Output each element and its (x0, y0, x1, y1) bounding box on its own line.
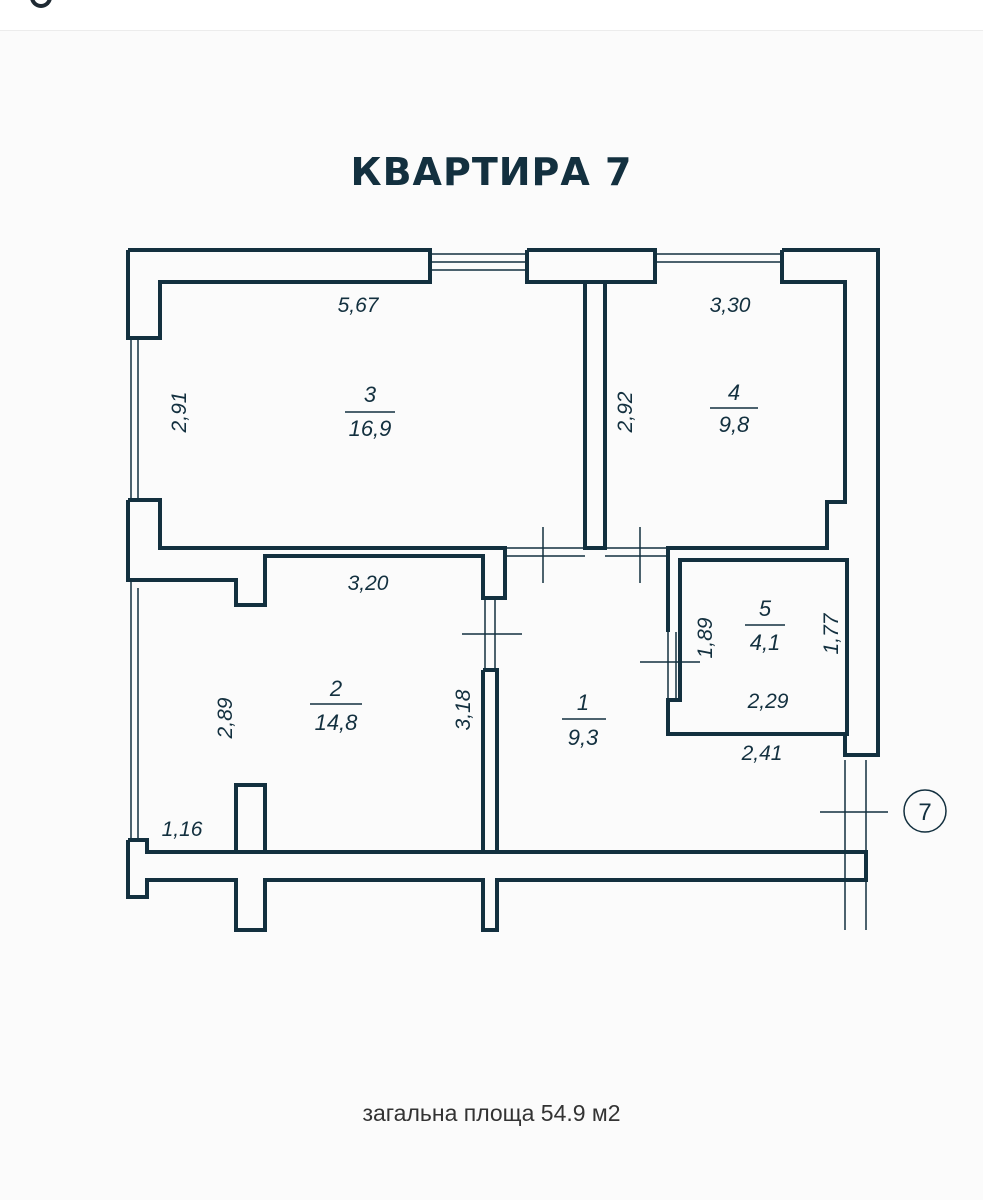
room-number: 5 (759, 596, 772, 621)
walls (126, 248, 888, 932)
room-area: 9,8 (719, 412, 750, 437)
dim-room2-width: 3,20 (348, 572, 389, 595)
top-bar (0, 0, 983, 31)
door-marks (462, 527, 700, 700)
room-label-1: 1 9,3 (562, 690, 606, 750)
dim-room2-wall-segment: 1,16 (162, 818, 203, 841)
wall-top-left (126, 248, 432, 340)
wall-partition-3-4 (583, 282, 607, 550)
room-number: 3 (364, 382, 377, 407)
dim-room4-height: 2,92 (614, 391, 637, 433)
total-area-caption: загальна площа 54.9 м2 (362, 1100, 621, 1126)
dim-room5-height-left: 1,89 (694, 617, 717, 658)
dim-room5-width: 2,29 (747, 690, 789, 713)
window-top-left (430, 253, 527, 271)
wall-room2-right (481, 668, 499, 854)
wall-bottom (126, 838, 868, 932)
page-title: КВАРТИРА 7 (350, 150, 633, 194)
apartment-marker: 7 (903, 789, 947, 833)
room-number: 1 (577, 690, 589, 715)
window-left (130, 338, 139, 840)
room-area: 14,8 (315, 710, 359, 735)
room-area: 9,3 (568, 725, 599, 750)
dim-room2-height-left: 2,89 (214, 697, 237, 739)
room-area: 4,1 (750, 630, 781, 655)
dim-room3-height: 2,91 (168, 392, 191, 434)
wall-room2-pillar (234, 783, 267, 852)
dim-room5-height-right: 1,77 (820, 612, 843, 654)
dim-room4-width: 3,30 (710, 294, 751, 317)
room-number: 2 (329, 676, 342, 701)
wall-right-inner (666, 250, 847, 632)
wall-top-middle (525, 248, 657, 284)
door-corridor-right (820, 760, 888, 930)
room-label-4: 4 9,8 (710, 380, 758, 437)
room-area: 16,9 (349, 416, 392, 441)
room-number: 4 (728, 380, 740, 405)
room-label-2: 2 14,8 (310, 676, 362, 735)
apartment-marker-number: 7 (918, 799, 931, 826)
dim-corridor-width: 2,41 (741, 742, 783, 765)
dim-room2-height-right: 3,18 (452, 689, 475, 730)
room-label-3: 3 16,9 (345, 382, 395, 441)
room-label-5: 5 4,1 (745, 596, 785, 655)
wall-top-right (666, 248, 880, 757)
wall-left-mid (126, 498, 507, 607)
dim-room3-width: 5,67 (338, 294, 380, 317)
window-top-right (655, 253, 782, 263)
